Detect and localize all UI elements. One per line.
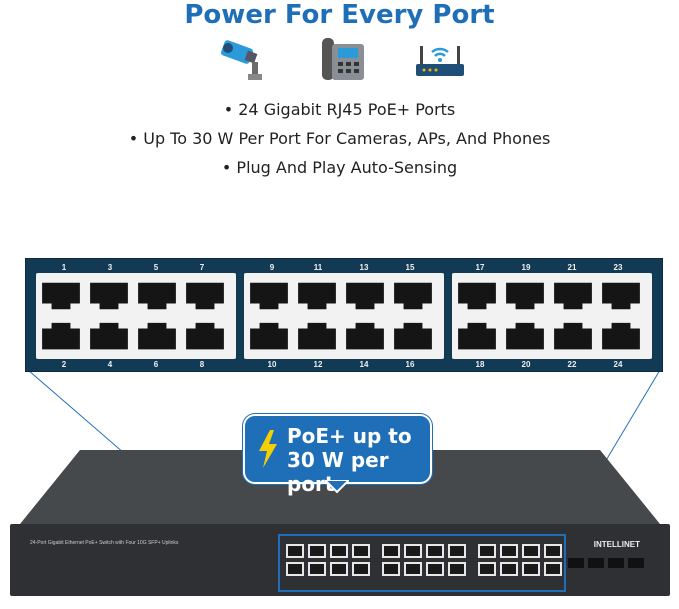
port-number: 8 xyxy=(199,360,205,369)
rj45-port xyxy=(42,282,80,310)
front-port-socket xyxy=(332,546,346,556)
port-number: 14 xyxy=(359,360,369,369)
front-port-socket xyxy=(524,564,538,574)
front-port-socket xyxy=(354,564,368,574)
rj45-port xyxy=(42,322,80,350)
front-port-socket xyxy=(480,564,494,574)
rj45-port xyxy=(346,282,384,310)
front-port-socket xyxy=(384,564,398,574)
front-port-socket xyxy=(288,546,302,556)
front-port-socket xyxy=(524,546,538,556)
rj45-port xyxy=(90,322,128,350)
callout-line2: 30 W per port xyxy=(287,448,389,496)
port-number: 11 xyxy=(313,263,323,272)
rj45-port xyxy=(90,282,128,310)
port-number: 18 xyxy=(475,360,485,369)
front-port-socket xyxy=(406,564,420,574)
port-number: 17 xyxy=(475,263,485,272)
brand-logo: INTELLINET xyxy=(593,540,640,549)
port-number: 6 xyxy=(153,360,159,369)
rj45-port xyxy=(250,322,288,350)
front-port-socket xyxy=(310,546,324,556)
port-number: 22 xyxy=(567,360,577,369)
port-number: 20 xyxy=(521,360,531,369)
rj45-port xyxy=(186,322,224,350)
port-number: 1 xyxy=(61,263,67,272)
port-number: 21 xyxy=(567,263,577,272)
switch-front-panel: 24-Port Gigabit Ethernet PoE+ Switch wit… xyxy=(10,524,670,596)
front-port-socket xyxy=(384,546,398,556)
front-port-socket xyxy=(546,564,560,574)
front-port-socket xyxy=(502,546,516,556)
rj45-port xyxy=(458,322,496,350)
rj45-port xyxy=(506,322,544,350)
front-port-socket xyxy=(428,564,442,574)
front-port-socket xyxy=(450,546,464,556)
rj45-port xyxy=(394,322,432,350)
front-port-socket xyxy=(546,546,560,556)
port-number: 23 xyxy=(613,263,623,272)
port-number: 3 xyxy=(107,263,113,272)
rj45-port xyxy=(602,322,640,350)
switch-model-label: 24-Port Gigabit Ethernet PoE+ Switch wit… xyxy=(30,540,179,546)
front-port-socket xyxy=(310,564,324,574)
rj45-port xyxy=(138,282,176,310)
port-number: 16 xyxy=(405,360,415,369)
port-number: 9 xyxy=(269,263,275,272)
feature-item: • Up To 30 W Per Port For Cameras, APs, … xyxy=(128,129,551,148)
callout-text: PoE+ up to 30 W per port xyxy=(287,424,430,496)
port-number: 19 xyxy=(521,263,531,272)
front-port-socket xyxy=(480,546,494,556)
port-number: 13 xyxy=(359,263,369,272)
port-closeup-panel: 1 3 5 7 9 11 13 15 17 19 21 23 2 4 6 8 1… xyxy=(25,258,663,372)
front-port-socket xyxy=(288,564,302,574)
port-number: 7 xyxy=(199,263,205,272)
front-ports xyxy=(286,544,562,576)
poe-callout: PoE+ up to 30 W per port xyxy=(243,414,432,496)
front-port-socket xyxy=(406,546,420,556)
front-port-socket xyxy=(354,546,368,556)
front-port-socket xyxy=(450,564,464,574)
port-number: 4 xyxy=(107,360,113,369)
port-number: 10 xyxy=(267,360,277,369)
desk-phone-icon xyxy=(322,38,364,80)
port-number: 24 xyxy=(613,360,623,369)
port-number: 15 xyxy=(405,263,415,272)
callout-pointer xyxy=(325,480,349,494)
wifi-router-icon xyxy=(416,46,464,76)
rj45-port xyxy=(602,282,640,310)
rj45-port xyxy=(394,282,432,310)
feature-item: • Plug And Play Auto-Sensing xyxy=(221,158,458,177)
feature-item: • 24 Gigabit RJ45 PoE+ Ports xyxy=(223,100,456,119)
port-number: 2 xyxy=(61,360,67,369)
rj45-port xyxy=(186,282,224,310)
security-camera-icon xyxy=(221,40,262,80)
rj45-port xyxy=(506,282,544,310)
rj45-port xyxy=(298,322,336,350)
front-port-socket xyxy=(332,564,346,574)
front-port-socket xyxy=(428,546,442,556)
page-title: Power For Every Port xyxy=(184,0,495,30)
rj45-port xyxy=(250,282,288,310)
port-number: 12 xyxy=(313,360,323,369)
port-highlight-box xyxy=(278,534,566,592)
rj45-port xyxy=(298,282,336,310)
feature-list: • 24 Gigabit RJ45 PoE+ Ports • Up To 30 … xyxy=(0,100,679,187)
rj45-port xyxy=(554,282,592,310)
front-port-socket xyxy=(502,564,516,574)
rj45-port xyxy=(458,282,496,310)
rj45-port xyxy=(346,322,384,350)
callout-line1: PoE+ up to xyxy=(287,424,412,448)
rj45-port xyxy=(138,322,176,350)
device-icons xyxy=(0,36,679,86)
rj45-port xyxy=(554,322,592,350)
sfp-ports xyxy=(568,558,644,568)
port-number: 5 xyxy=(153,263,159,272)
lightning-icon xyxy=(259,430,277,468)
